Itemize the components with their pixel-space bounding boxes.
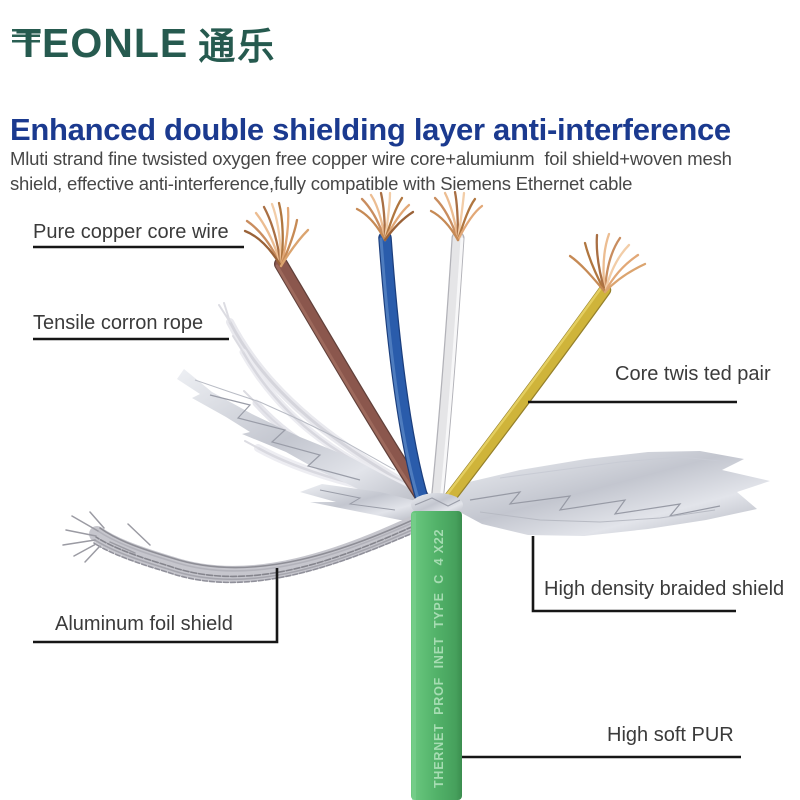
callout-lines: [33, 245, 741, 759]
copper-tip-yellow: [568, 232, 647, 294]
wire-white: [430, 231, 465, 509]
headline: Enhanced double shielding layer anti-int…: [10, 111, 731, 147]
foil-arm-upper-left: [177, 369, 436, 516]
callout-line-aluminum: [33, 568, 279, 644]
copper-tip-white: [429, 190, 484, 242]
wire-blue: [378, 231, 430, 509]
logo-stripes-icon: [12, 29, 40, 43]
copper-tip-blue: [355, 191, 415, 242]
wire-yellow: [439, 283, 612, 510]
callout-twisted-pair-label: Core twis ted pair: [615, 363, 771, 385]
brand-logo: TEONLE 通乐: [12, 16, 277, 70]
copper-tip-brown: [243, 201, 310, 268]
foil-wedge-left: [300, 484, 436, 520]
brand-name-latin: TEONLE: [16, 20, 189, 66]
description-line-1: Mluti strand fine twsisted oxygen free c…: [10, 148, 732, 169]
description: Mluti strand fine twsisted oxygen free c…: [10, 146, 798, 196]
braided-shield: [62, 510, 434, 584]
brand-name-chinese: 通乐: [198, 26, 277, 67]
callout-pur-label: High soft PUR: [607, 724, 734, 746]
foil-arm-right: [452, 451, 770, 536]
callout-tensile-rope-label: Tensile corron rope: [33, 312, 204, 334]
wire-brown: [274, 257, 431, 507]
callout-pure-copper-label: Pure copper core wire: [33, 221, 229, 243]
callout-foil-shield-label: Aluminum foil shield: [55, 613, 233, 635]
callout-line-braided: [531, 536, 736, 613]
jacket-print: THERNET PROF INET TYPE C 4 X22: [432, 529, 446, 788]
description-line-2: shield, effective anti-interference,full…: [10, 173, 633, 194]
cable-jacket: THERNET PROF INET TYPE C 4 X22: [411, 511, 462, 800]
callout-braided-shield-label: High density braided shield: [544, 578, 785, 600]
